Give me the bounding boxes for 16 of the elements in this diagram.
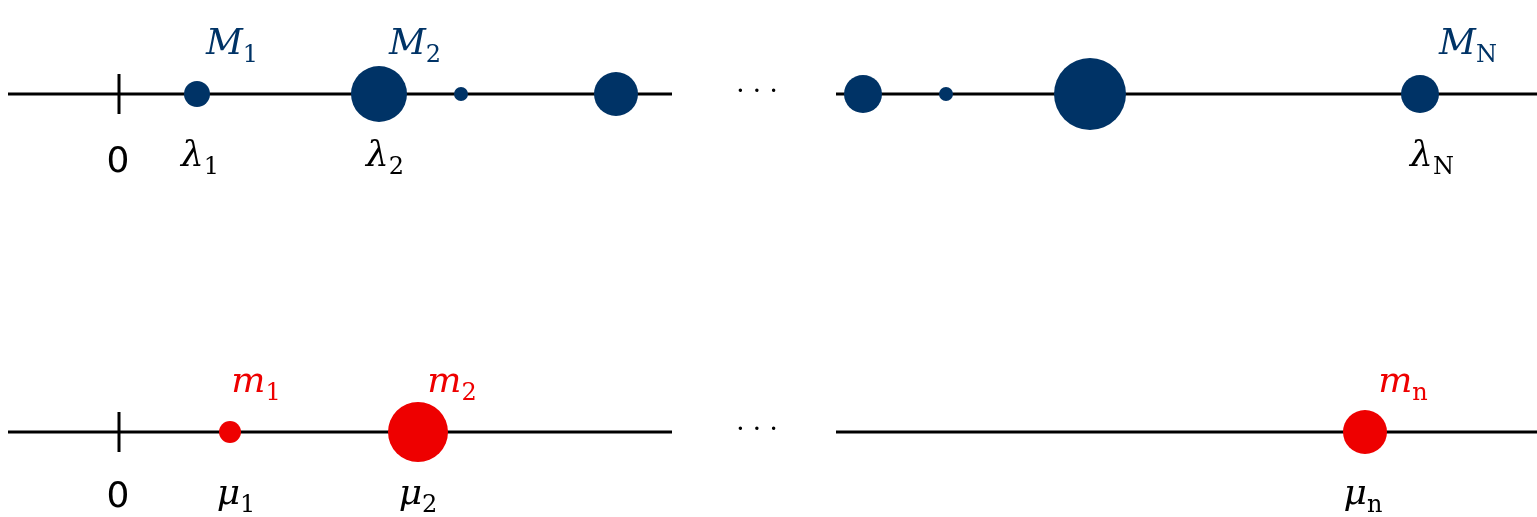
math-label: M$_{2}$ bbox=[388, 23, 442, 67]
math-label: M$_{1}$ bbox=[205, 23, 259, 67]
math-label: μ$_{n}$ bbox=[1343, 473, 1383, 517]
math-label: λ$_{1}$ bbox=[180, 135, 220, 179]
math-label: μ$_{2}$ bbox=[398, 473, 438, 517]
origin-label: 0 bbox=[106, 142, 130, 178]
math-label: λ$_{2}$ bbox=[365, 135, 405, 179]
origin-label: 0 bbox=[106, 477, 130, 513]
math-label: m$_{1}$ bbox=[231, 361, 281, 405]
math-label: μ$_{1}$ bbox=[216, 473, 256, 517]
ellipsis: · · · bbox=[736, 77, 778, 103]
math-label: m$_{2}$ bbox=[427, 361, 477, 405]
math-label: M$_{N}$ bbox=[1439, 23, 1497, 67]
math-label: λ$_{N}$ bbox=[1410, 135, 1454, 179]
math-label: m$_{n}$ bbox=[1378, 361, 1428, 405]
ellipsis: · · · bbox=[736, 415, 778, 441]
